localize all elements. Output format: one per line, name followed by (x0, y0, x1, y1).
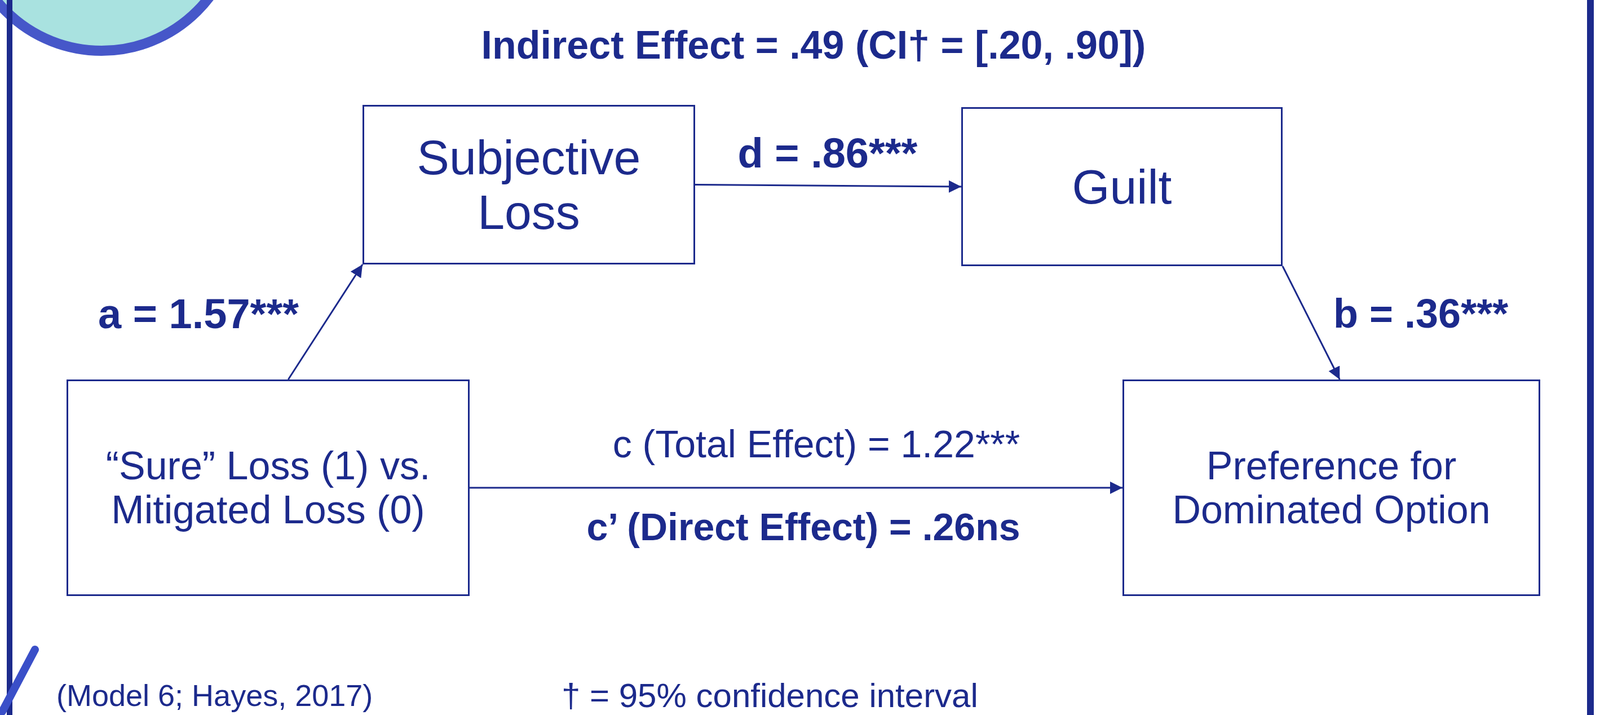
path-arrow (288, 264, 363, 380)
right-border-bar (1587, 0, 1594, 715)
footnote: † = 95% confidence interval (561, 677, 979, 715)
box-content: Subjective Loss (373, 130, 685, 240)
path-arrow (469, 487, 1123, 489)
corner-circle (0, 0, 237, 51)
path-coefficient: a = 1.57*** (98, 290, 299, 337)
model-note: (Model 6; Hayes, 2017) (56, 678, 373, 713)
outcome-box: Preference for Dominated Option (1122, 379, 1541, 596)
diagram-title: Indirect Effect = .49 (CI† = [.20, .90]) (481, 23, 1147, 68)
direct-effect-label: c’ (Direct Effect) = .26ns (586, 505, 1020, 548)
box-label: Guilt (1072, 159, 1173, 214)
box-label: Preference for Dominated Option (1133, 443, 1530, 533)
path-arrow (695, 184, 962, 188)
left-border-bar (6, 0, 13, 715)
predictor-box: “Sure” Loss (1) vs. Mitigated Loss (0) (66, 379, 470, 596)
box-label: Subjective Loss (373, 130, 685, 240)
box-label: “Sure” Loss (1) vs. Mitigated Loss (0) (77, 443, 459, 533)
mediator-box: Guilt (961, 107, 1283, 267)
box-content: Preference for Dominated Option (1133, 443, 1530, 533)
box-content: Guilt (1072, 159, 1173, 214)
path-coefficient: b = .36*** (1333, 291, 1509, 337)
path-coefficient: c (Total Effect) = 1.22*** (612, 422, 1021, 466)
corner-stroke (2, 649, 35, 712)
path-coefficient: d = .86*** (737, 130, 918, 176)
box-content: “Sure” Loss (1) vs. Mitigated Loss (0) (77, 443, 459, 533)
path-arrow (1282, 266, 1340, 380)
mediator-box: Subjective Loss (362, 104, 696, 265)
